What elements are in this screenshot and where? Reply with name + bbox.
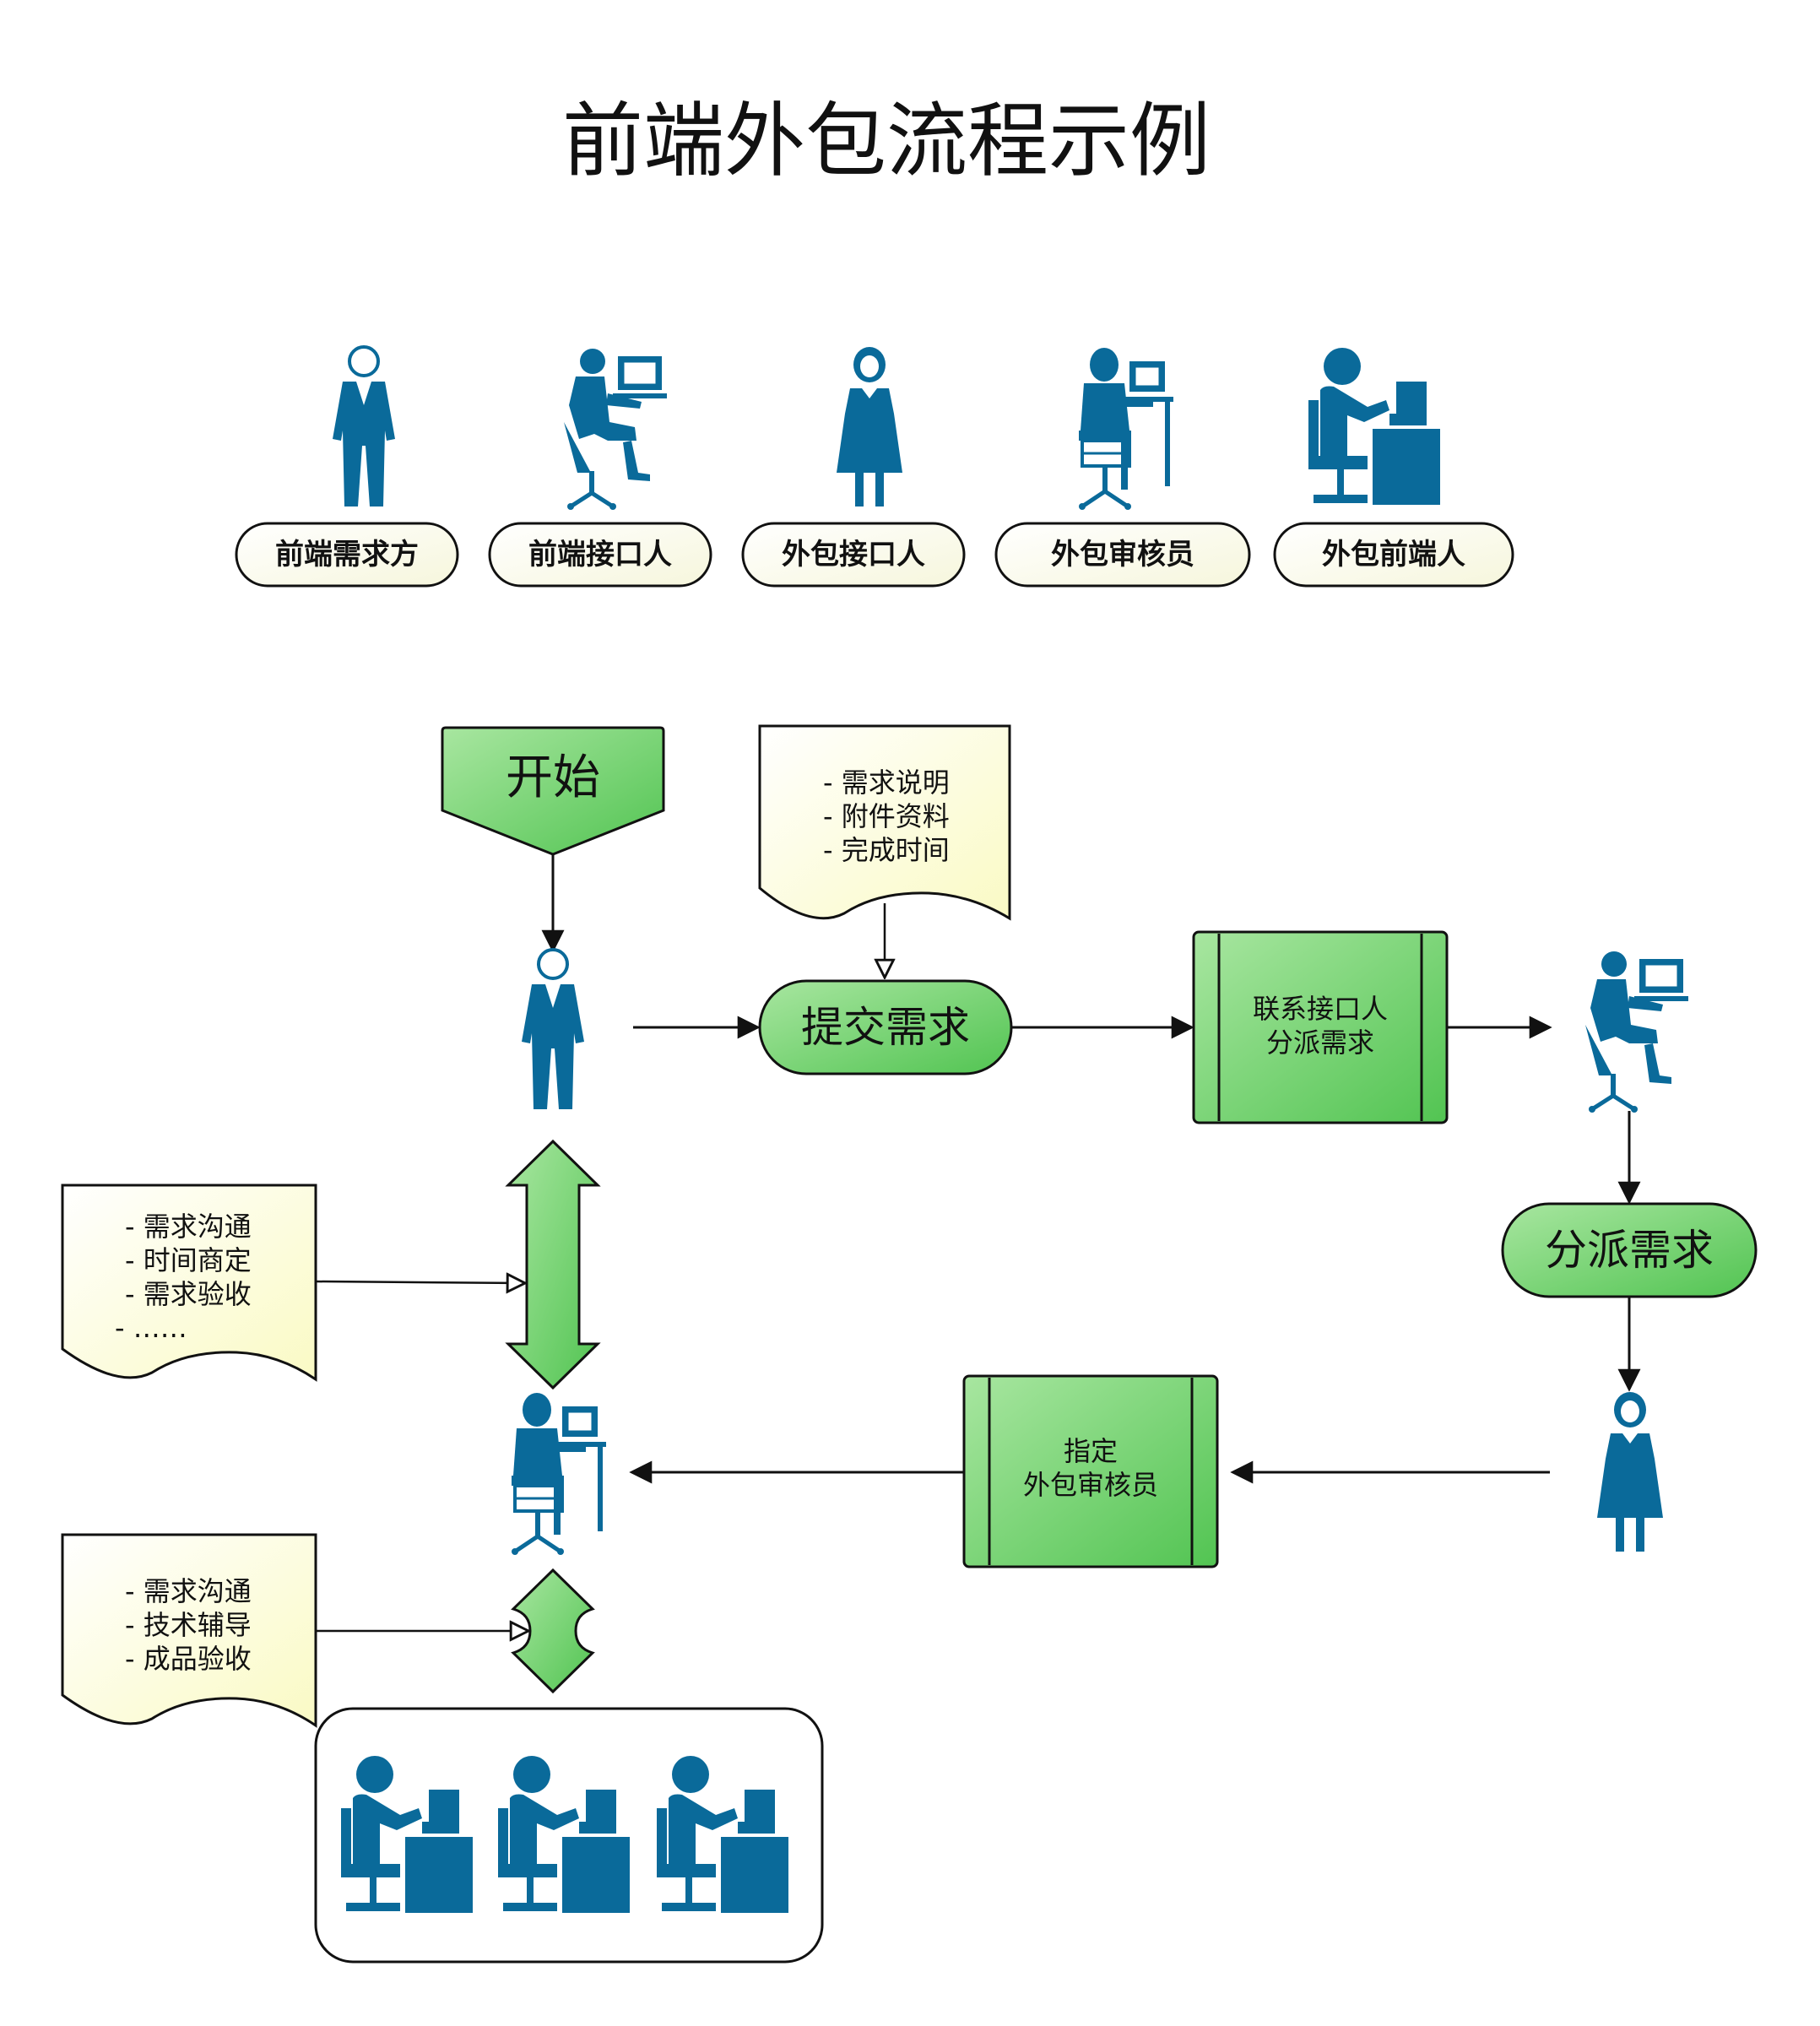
person-at-desk-icon (1308, 348, 1440, 505)
process-label: 外包审核员 (1023, 1469, 1158, 1501)
man-at-computer-icon (564, 349, 667, 510)
standing-man-icon (331, 345, 397, 508)
note-line: - 时间商定 (125, 1244, 252, 1276)
submit-label: 提交需求 (801, 1003, 970, 1052)
note-line: - 技术辅导 (125, 1609, 252, 1641)
legend-pill (741, 522, 966, 588)
double-arrow-icon (505, 1139, 601, 1390)
legend-label: 外包接口人 (782, 538, 925, 572)
woman-at-computer-icon (1079, 348, 1173, 510)
note-line: - 附件资料 (823, 800, 950, 832)
note-review: - 需求沟通 - 时间商定 - 需求验收 - …… (61, 1184, 317, 1382)
legend-label: 外包前端人 (1322, 538, 1465, 572)
standing-man-icon (520, 948, 586, 1111)
man-at-computer-icon (1585, 951, 1688, 1113)
legend-pill (488, 522, 712, 588)
contact-process-node: 联系接口人 分派需求 (1192, 930, 1449, 1124)
connector (315, 1281, 525, 1283)
start-label: 开始 (506, 750, 600, 805)
legend-item-frontend-contact: 前端接口人 (488, 349, 712, 588)
legend-item-outsource-reviewer: 外包审核员 (994, 348, 1251, 588)
dispatch-node: 分派需求 (1501, 1202, 1758, 1298)
note-line: - 完成时间 (823, 834, 950, 866)
note-line: - 需求验收 (125, 1278, 252, 1310)
process-label: 联系接口人 (1253, 993, 1388, 1025)
process-label: 分派需求 (1266, 1027, 1374, 1059)
woman-at-computer-icon (512, 1393, 606, 1555)
note-line: - 需求沟通 (125, 1211, 252, 1243)
note-submit: - 需求说明 - 附件资料 - 完成时间 (758, 724, 1011, 921)
page-title: 前端外包流程示例 (562, 94, 1211, 188)
standing-woman-icon (837, 347, 902, 506)
dispatch-label: 分派需求 (1545, 1226, 1714, 1275)
legend-pill (235, 522, 459, 588)
process-label: 指定 (1064, 1435, 1118, 1467)
legend-label: 前端需求方 (275, 538, 419, 572)
developer-group (314, 1707, 824, 1964)
note-line: - …… (115, 1312, 187, 1344)
legend-label: 外包审核员 (1051, 538, 1194, 572)
legend-label: 前端接口人 (528, 538, 672, 572)
note-develop: - 需求沟通 - 技术辅导 - 成品验收 (61, 1533, 317, 1728)
assign-process-node: 指定 外包审核员 (962, 1374, 1219, 1568)
legend-item-requester: 前端需求方 (235, 345, 459, 588)
legend-item-outsource-contact: 外包接口人 (741, 347, 966, 588)
standing-woman-icon (1597, 1392, 1663, 1552)
note-line: - 需求沟通 (125, 1575, 252, 1607)
note-line: - 需求说明 (823, 767, 950, 799)
note-line: - 成品验收 (125, 1643, 252, 1675)
legend-pill (994, 522, 1251, 588)
legend-pill (1273, 522, 1514, 588)
submit-node: 提交需求 (758, 979, 1013, 1075)
start-node: 开始 (441, 726, 665, 856)
legend-item-outsource-developer: 外包前端人 (1273, 348, 1514, 588)
legend: 前端需求方 前端接口人 外包接口人 外包审核员 外包前端人 (235, 345, 1514, 588)
